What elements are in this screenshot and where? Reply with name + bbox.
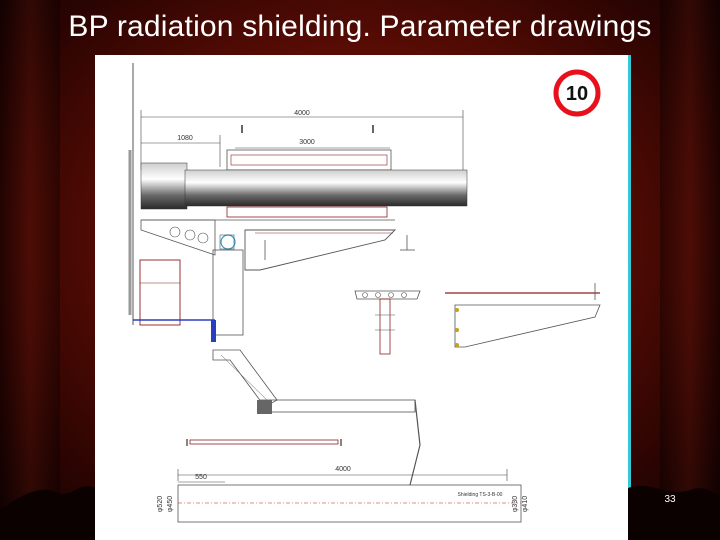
left-cabinet [139,259,181,326]
speed-limit-value: 10 [566,83,588,105]
dim-diameter-inner-right: φ330 [512,496,519,512]
main-bracket [244,229,397,271]
slide-number: 33 [664,494,676,505]
lower-shield-block [226,206,388,218]
dim-diameter-outer-right: φ410 [522,496,529,512]
dim-left-offset: 1080 [177,135,193,142]
lower-hook [409,399,421,486]
vertical-support-post [212,249,244,336]
bottom-shield-plate [177,484,522,523]
center-stand-post [379,298,391,355]
slide-title: BP radiation shielding. Parameter drawin… [68,10,652,43]
parameter-drawing-panel: 4000 1080 3000 [95,55,631,540]
curtain-fold-left [0,0,60,540]
dim-diameter-outer-left: φ520 [157,496,164,512]
curtain-fold-right [660,0,720,540]
beam-pipe-flange [140,162,188,210]
pivot-joint [220,234,236,250]
dim-overall-width: 4000 [294,110,310,117]
dim-bottom-length: 4000 [335,466,351,473]
dim-inner-span: 3000 [299,139,315,146]
curtain-bottom-shadow [0,485,720,540]
dim-diameter-inner-left: φ450 [167,496,174,512]
center-stand-top [354,290,421,300]
engineering-drawing: 4000 1080 3000 [128,63,601,523]
upper-shield-block [226,149,392,171]
dim-bottom-offset: 550 [195,474,207,481]
left-truss [140,219,216,256]
long-thin-bar [189,439,339,445]
part-note: Shielding TS-3-B-00 [458,492,503,498]
speed-limit-sign-icon [553,69,601,117]
lower-horizontal-beam [259,399,416,413]
beam-pipe [184,169,468,207]
right-bracket [454,304,601,348]
